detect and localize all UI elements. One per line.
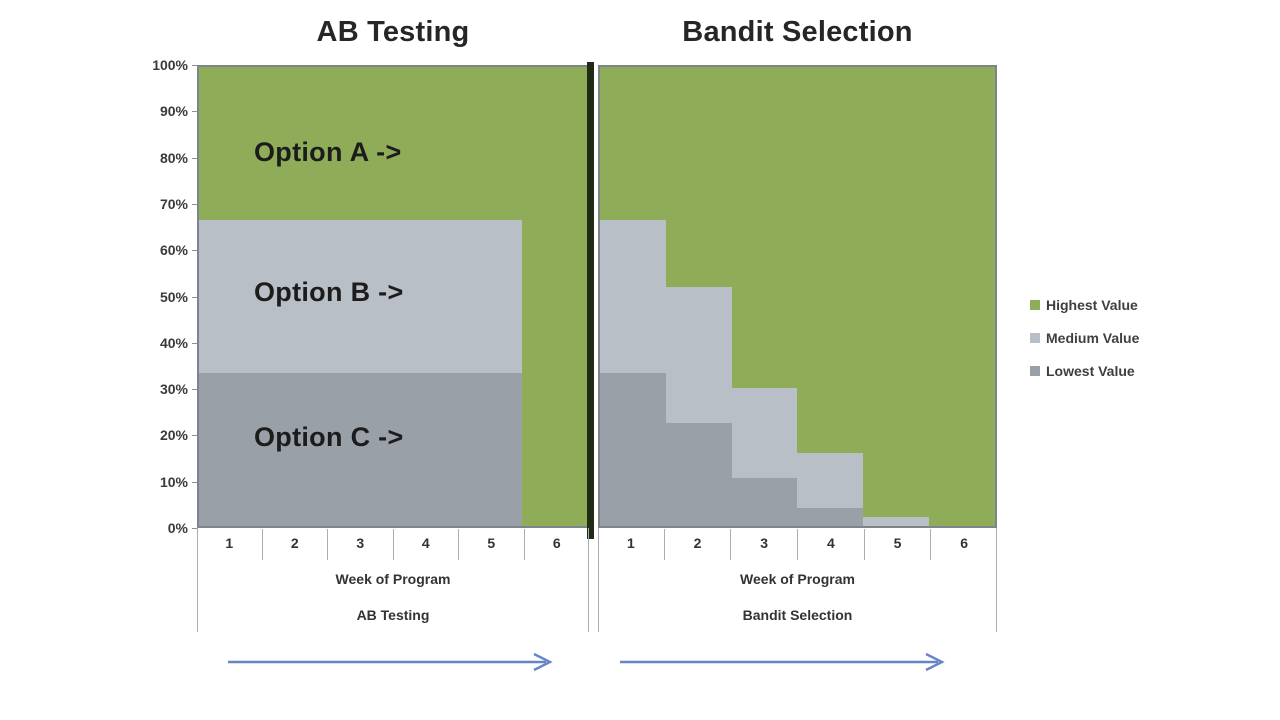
medium-value-segment — [863, 516, 930, 526]
week-column — [863, 67, 930, 526]
week-column — [328, 67, 394, 526]
lowest-value-segment — [797, 507, 864, 526]
medium-value-segment — [328, 219, 394, 374]
lowest-value-swatch-icon — [1030, 365, 1040, 376]
week-column — [731, 67, 798, 526]
y-axis-label: 10% — [159, 473, 188, 490]
y-axis-label: 30% — [159, 381, 188, 398]
time-arrow-right — [620, 652, 945, 672]
week-tick-label: 6 — [552, 535, 561, 551]
y-axis-label: 60% — [159, 242, 188, 259]
legend-label: Lowest Value — [1046, 362, 1135, 379]
right-axis-group-label: Bandit Selection — [742, 607, 853, 623]
y-axis-label: 40% — [159, 334, 188, 351]
y-axis-tick — [192, 65, 197, 66]
medium-value-segment — [263, 219, 329, 374]
week-column — [600, 67, 666, 526]
week-column — [393, 67, 458, 526]
week-tick-label: 5 — [865, 529, 932, 560]
right-chart-title: Bandit Selection — [682, 16, 913, 48]
option-c-label: Option C -> — [254, 422, 404, 452]
medium-value-segment — [600, 219, 666, 374]
legend-label: Medium Value — [1046, 329, 1140, 346]
week-column — [457, 67, 523, 526]
week-tick-label: 1 — [197, 529, 263, 560]
week-column — [929, 67, 995, 526]
bandit-selection-plot-area — [598, 65, 997, 528]
week-tick-label: 2 — [665, 529, 732, 560]
week-tick-label: 3 — [731, 529, 799, 560]
y-axis-tick — [192, 158, 197, 159]
left-x-axis-title: Week of Program — [335, 571, 451, 587]
week-column — [797, 67, 864, 526]
medium-value-segment — [665, 287, 732, 423]
lowest-value-segment — [199, 373, 264, 526]
y-axis-tick — [192, 111, 197, 112]
axis-boundary-line — [996, 528, 997, 632]
y-axis-tick — [192, 297, 197, 298]
legend-item-medium: Medium Value — [1030, 329, 1139, 346]
week-tick-label: 4 — [394, 529, 459, 560]
week-tick-label: 6 — [960, 535, 969, 551]
y-axis-label: 50% — [159, 288, 188, 305]
ab-testing-plot-area: Option A -> Option B -> Option C -> — [197, 65, 589, 528]
lowest-value-segment — [731, 477, 798, 526]
medium-value-segment — [199, 219, 264, 374]
lowest-value-segment — [263, 373, 329, 526]
lowest-value-segment — [393, 373, 458, 526]
week-column — [665, 67, 732, 526]
bandit-selection-stacked-columns — [600, 67, 995, 526]
medium-value-segment — [457, 219, 523, 374]
y-axis-tick — [192, 204, 197, 205]
lowest-value-segment — [457, 373, 523, 526]
y-axis-label: 20% — [159, 427, 188, 444]
axis-boundary-line — [598, 528, 599, 632]
axis-boundary-line — [197, 528, 198, 632]
y-axis-tick — [192, 389, 197, 390]
week-tick-label: 2 — [263, 529, 328, 560]
option-a-label: Option A -> — [254, 137, 402, 167]
legend-item-highest: Highest Value — [1030, 296, 1139, 313]
y-axis-label: 100% — [152, 57, 188, 73]
y-axis-tick — [192, 482, 197, 483]
left-axis-group-label: AB Testing — [356, 607, 430, 623]
right-x-axis-title: Week of Program — [740, 571, 855, 587]
chart-divider-bar — [587, 62, 594, 539]
legend-item-lowest: Lowest Value — [1030, 362, 1139, 379]
time-arrow-left — [228, 652, 553, 672]
y-axis-tick — [192, 343, 197, 344]
week-tick-label: 5 — [459, 529, 525, 560]
week-column — [522, 67, 587, 526]
option-b-label: Option B -> — [254, 277, 404, 307]
legend-label: Highest Value — [1046, 296, 1138, 313]
y-axis-label: 90% — [159, 103, 188, 120]
y-axis-tick — [192, 435, 197, 436]
legend: Highest Value Medium Value Lowest Value — [1030, 296, 1139, 395]
week-tick-label: 1 — [598, 529, 665, 560]
week-column — [199, 67, 264, 526]
y-axis-label: 0% — [167, 520, 188, 536]
left-chart-title: AB Testing — [316, 16, 470, 48]
lowest-value-segment — [328, 373, 394, 526]
y-axis-label: 70% — [159, 195, 188, 212]
medium-value-segment — [393, 219, 458, 374]
medium-value-segment — [797, 452, 864, 508]
y-axis-tick — [192, 528, 197, 529]
ab-testing-stacked-columns — [199, 67, 587, 526]
lowest-value-segment — [665, 422, 732, 526]
y-axis-label: 80% — [159, 149, 188, 166]
medium-value-swatch-icon — [1030, 332, 1040, 343]
week-column — [263, 67, 329, 526]
y-axis-tick — [192, 250, 197, 251]
week-tick-label: 4 — [798, 529, 865, 560]
axis-boundary-line — [588, 528, 589, 632]
medium-value-segment — [731, 388, 798, 478]
week-tick-label: 3 — [328, 529, 394, 560]
highest-value-swatch-icon — [1030, 299, 1040, 310]
lowest-value-segment — [600, 373, 666, 526]
